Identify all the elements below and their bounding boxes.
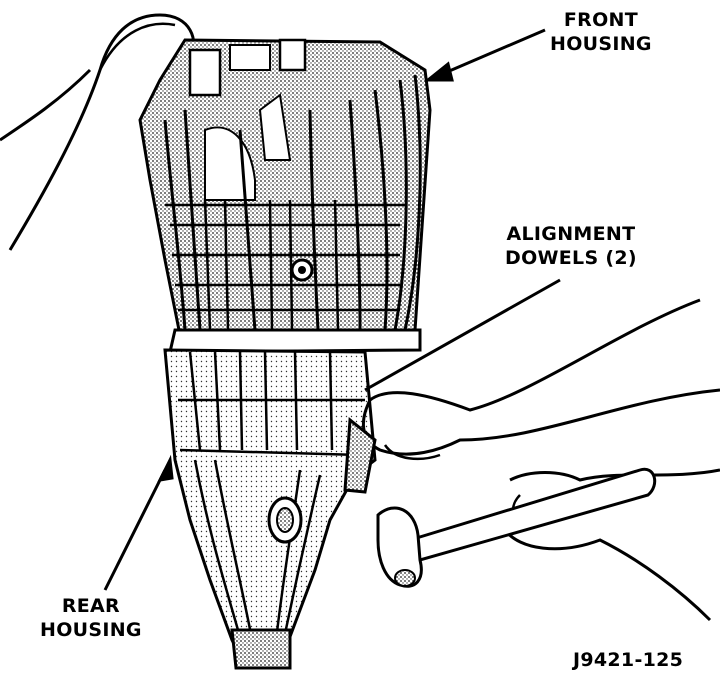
housing-grid (165, 199, 405, 331)
alignment-dowels-label-line1: ALIGNMENT (506, 223, 636, 245)
leader-lines (103, 28, 561, 591)
hammer-hand (509, 468, 720, 482)
rear-housing-label: REAR HOUSING (40, 594, 142, 642)
housing-split-line (168, 328, 422, 354)
front-housing-label-line2: HOUSING (550, 33, 652, 55)
rear-housing-label-line1: REAR (61, 595, 120, 617)
hammer-handle (407, 467, 657, 562)
rear-housing-label-line2: HOUSING (40, 619, 142, 641)
housing-ribs (163, 74, 422, 331)
right-hand (369, 298, 701, 412)
hammer-head (376, 506, 423, 588)
figure-code: J9421-125 (573, 649, 684, 671)
rear-housing (163, 348, 377, 667)
alignment-dowels-label: ALIGNMENT DOWELS (2) (505, 222, 637, 270)
front-housing-label: FRONT HOUSING (550, 8, 652, 56)
front-housing-label-line1: FRONT (563, 9, 638, 31)
left-hand (8, 13, 196, 251)
alignment-dowels-label-line2: DOWELS (2) (505, 247, 637, 269)
